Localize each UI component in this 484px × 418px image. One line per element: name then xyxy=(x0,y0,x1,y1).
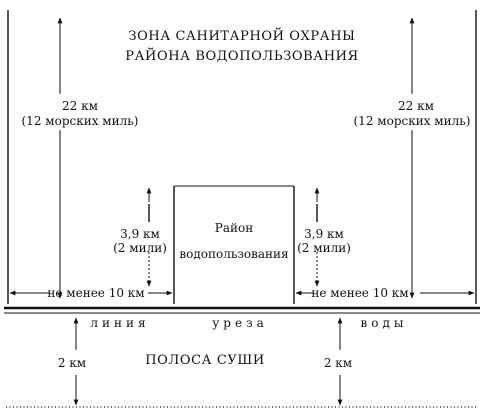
bottom-left-min-label: не менее 10 км xyxy=(47,286,144,300)
inner-left-distance-sub-label: (2 мили) xyxy=(113,241,167,255)
right-distance-label: 22 км xyxy=(398,99,434,113)
land-right-distance-label: 2 км xyxy=(324,356,352,370)
area-label-line1: Район xyxy=(215,221,253,235)
left-distance-label: 22 км xyxy=(62,99,98,113)
land-strip-label: ПОЛОСА СУШИ xyxy=(145,353,265,368)
inner-right-distance-label: 3,9 км xyxy=(304,227,344,241)
right-distance-sub-label: (12 морских миль) xyxy=(354,114,471,128)
inner-left-distance-label: 3,9 км xyxy=(120,227,160,241)
zone-title-line1: ЗОНА САНИТАРНОЙ ОХРАНЫ xyxy=(128,27,355,44)
left-distance-sub-label: (12 морских миль) xyxy=(22,114,139,128)
area-label-line2: водопользования xyxy=(179,247,288,261)
bottom-right-min-label: не менее 10 км xyxy=(311,286,408,300)
shoreline-word-1: линия xyxy=(90,316,149,330)
shoreline-word-3: воды xyxy=(361,316,408,330)
shoreline-word-2: уреза xyxy=(212,316,268,330)
zone-title-line2: РАЙОНА ВОДОПОЛЬЗОВАНИЯ xyxy=(125,47,358,64)
land-left-distance-label: 2 км xyxy=(58,356,86,370)
inner-right-distance-sub-label: (2 мили) xyxy=(297,241,351,255)
